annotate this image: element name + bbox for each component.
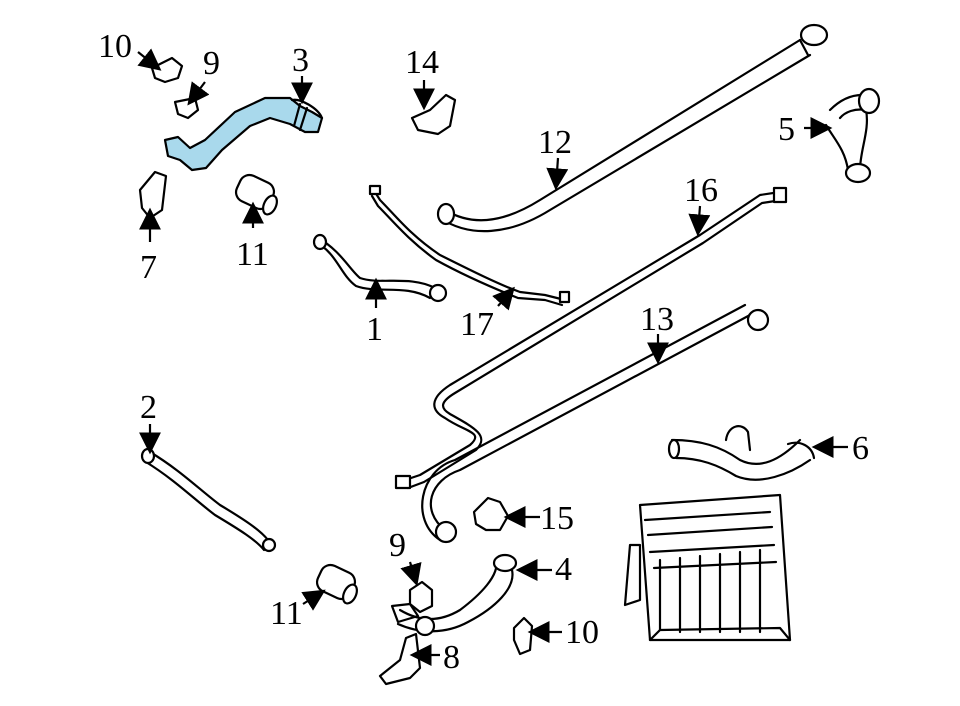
callout-17: 17: [460, 306, 494, 343]
radiator[interactable]: [623, 493, 792, 642]
part-5-hose[interactable]: [824, 87, 881, 184]
part-16-line[interactable]: [394, 186, 788, 490]
callout-10-lower: 10: [565, 614, 599, 651]
callout-9-upper: 9: [203, 45, 220, 82]
part-4-hose[interactable]: [390, 553, 518, 637]
part-3-hose-highlighted[interactable]: [163, 96, 324, 172]
callout-11-lower: 11: [270, 595, 303, 632]
part-14-clip[interactable]: [410, 93, 457, 136]
callout-11-upper: 11: [236, 236, 269, 273]
part-12-hose[interactable]: [436, 23, 829, 233]
part-17-line[interactable]: [368, 184, 571, 307]
callout-1: 1: [366, 311, 383, 348]
callout-5: 5: [778, 111, 795, 148]
part-15-clip[interactable]: [472, 496, 510, 532]
callout-4: 4: [555, 551, 572, 588]
callout-7: 7: [140, 249, 157, 286]
part-6-hose[interactable]: [667, 425, 816, 481]
callout-8: 8: [443, 639, 460, 676]
part-8-bracket[interactable]: [378, 632, 422, 686]
callout-3: 3: [292, 42, 309, 79]
part-7-bracket[interactable]: [138, 170, 168, 220]
callout-12: 12: [538, 124, 572, 161]
callout-13: 13: [640, 301, 674, 338]
leader-lines: [137, 48, 848, 666]
part-9-clip-upper[interactable]: [173, 96, 200, 120]
part-13-hose[interactable]: [421, 303, 770, 544]
callout-14: 14: [405, 44, 439, 81]
part-10-clip-upper[interactable]: [150, 56, 184, 84]
callout-10-upper: 10: [98, 28, 132, 65]
callout-2: 2: [140, 389, 157, 426]
part-10-clip-lower[interactable]: [512, 616, 534, 656]
callout-6: 6: [852, 430, 869, 467]
callout-16: 16: [684, 172, 718, 209]
part-2-hose[interactable]: [140, 447, 277, 553]
callout-9-lower: 9: [389, 527, 406, 564]
part-11-sleeve-upper[interactable]: [233, 172, 280, 217]
part-11-sleeve-lower[interactable]: [314, 562, 360, 606]
part-1-hose[interactable]: [312, 233, 448, 303]
part-9-clip-lower[interactable]: [408, 580, 434, 614]
callout-15: 15: [540, 500, 574, 537]
